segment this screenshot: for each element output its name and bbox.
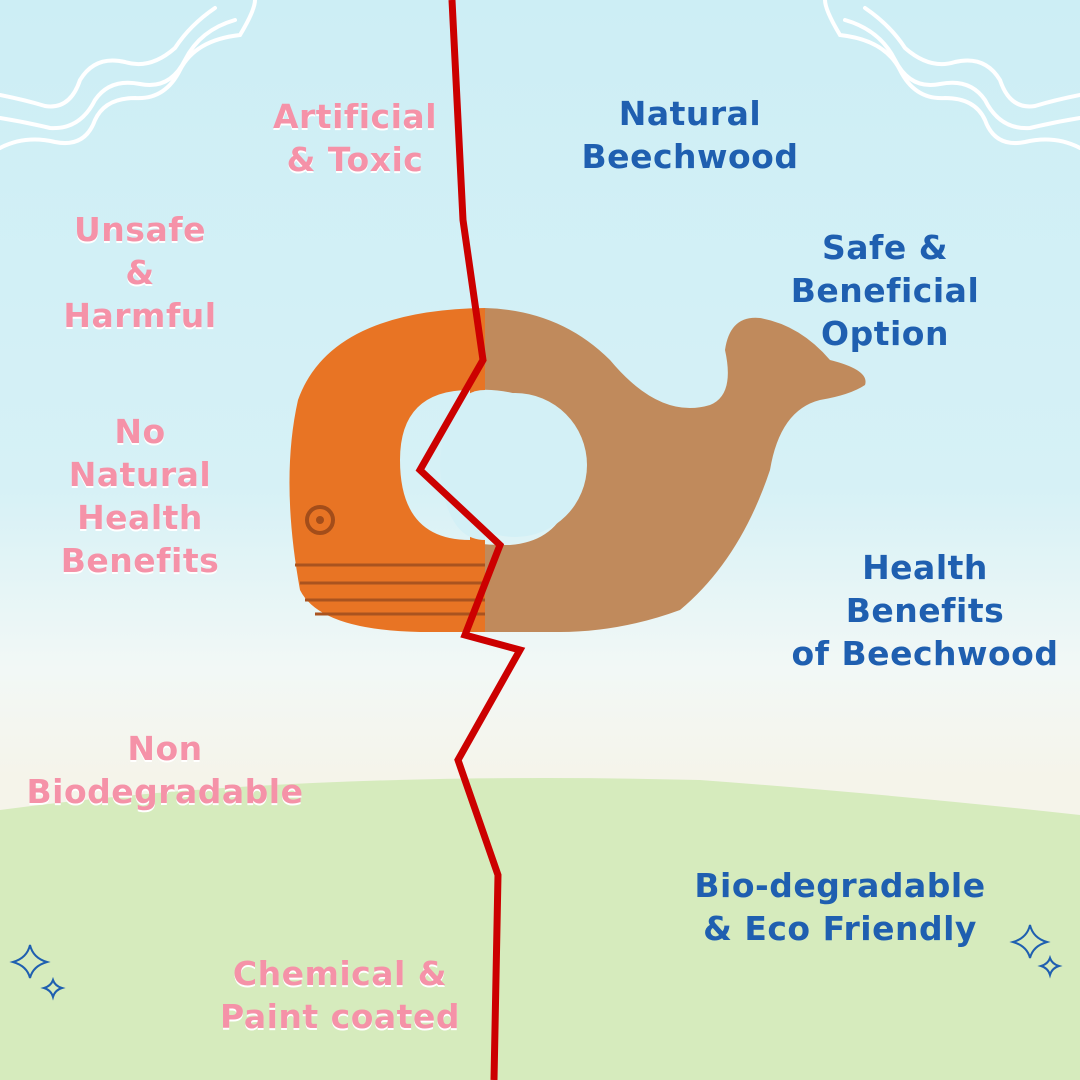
label-natural-beechwood: Natural Beechwood [581, 94, 799, 176]
wave-decoration-icon [0, 0, 1080, 150]
label-artificial-toxic: Artificial & Toxic [272, 97, 438, 179]
label-biodegradable-eco: Bio-degradable & Eco Friendly [694, 866, 986, 948]
label-no-natural-benefits: No Natural Health Benefits [60, 412, 220, 580]
label-unsafe-harmful: Unsafe & Harmful [63, 210, 217, 335]
label-chemical-paint: Chemical & Paint coated [220, 954, 460, 1036]
label-health-benefits: Health Benefits of Beechwood [791, 548, 1059, 673]
label-safe-beneficial: Safe & Beneficial Option [790, 228, 980, 353]
label-non-biodegradable: Non Biodegradable [26, 729, 304, 811]
